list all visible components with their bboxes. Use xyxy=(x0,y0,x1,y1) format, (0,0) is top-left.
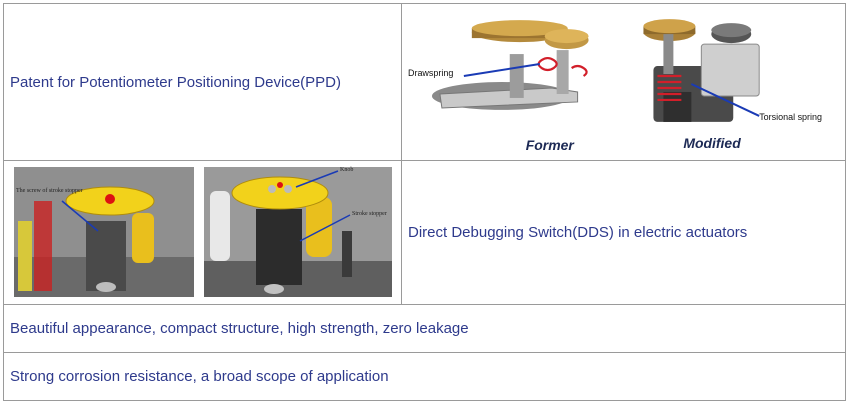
caption-modified: Modified xyxy=(683,135,741,151)
table-cell: Drawspring Former Torsional spring xyxy=(402,4,845,160)
actuator-photos-image: The screw of stroke stopper xyxy=(14,167,392,297)
table-cell: Strong corrosion resistance, a broad sco… xyxy=(4,353,845,400)
gear-comparison-image: Drawspring Former Torsional spring xyxy=(408,19,822,153)
label-knob: Knob xyxy=(340,167,353,173)
table-cell: Patent for Potentiometer Positioning Dev… xyxy=(4,4,402,160)
feature-text-ppd: Patent for Potentiometer Positioning Dev… xyxy=(10,73,341,91)
label-stroke-stopper: Stroke stopper xyxy=(352,211,387,217)
table-cell: The screw of stroke stopper xyxy=(4,161,402,304)
feature-text-dds: Direct Debugging Switch(DDS) in electric… xyxy=(408,224,748,241)
feature-text-appearance: Beautiful appearance, compact structure,… xyxy=(10,320,469,337)
table-cell: Direct Debugging Switch(DDS) in electric… xyxy=(402,161,845,304)
table-row: Strong corrosion resistance, a broad sco… xyxy=(4,353,845,400)
modified-assembly-illustration xyxy=(643,19,760,122)
label-drawspring: Drawspring xyxy=(408,68,453,78)
table-cell: Beautiful appearance, compact structure,… xyxy=(4,305,845,352)
table-row: The screw of stroke stopper xyxy=(4,161,845,305)
caption-former: Former xyxy=(526,137,576,153)
former-assembly-illustration xyxy=(431,20,589,110)
feature-table: Patent for Potentiometer Positioning Dev… xyxy=(3,3,846,401)
feature-text-corrosion: Strong corrosion resistance, a broad sco… xyxy=(10,368,389,385)
label-torsional-spring: Torsional spring xyxy=(759,112,822,122)
actuator-photo-right xyxy=(204,167,392,297)
label-screw-of-stroke-stopper: The screw of stroke stopper xyxy=(16,187,83,194)
table-row: Patent for Potentiometer Positioning Dev… xyxy=(4,4,845,161)
table-row: Beautiful appearance, compact structure,… xyxy=(4,305,845,353)
actuator-photo-left xyxy=(14,167,194,297)
